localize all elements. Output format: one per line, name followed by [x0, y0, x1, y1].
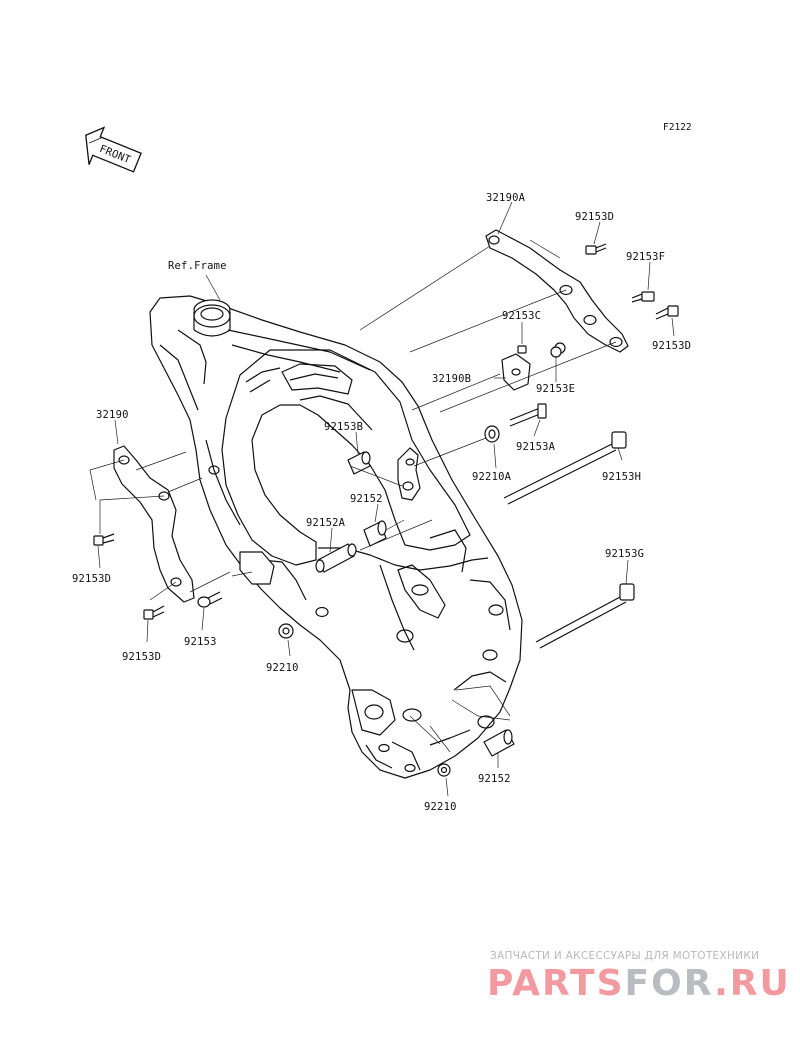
watermark-tagline: ЗАПЧАСТИ И АКСЕССУАРЫ ДЛЯ МОТОТЕХНИКИ [490, 950, 760, 962]
bracket-32190A [485, 229, 629, 353]
callout-label: 92152A [306, 517, 346, 529]
watermark-brand-part1: PARTS [487, 963, 625, 1004]
collar-92152-bottom [483, 729, 515, 757]
washer-92210-bottom [437, 763, 451, 777]
callout-label: 92152 [478, 773, 511, 785]
collar-92153E [550, 342, 566, 358]
callout-label: 92153D [575, 211, 614, 223]
callout-label: 32190B [432, 373, 471, 385]
callout-label: 92153A [516, 441, 556, 453]
leader-lines [89, 201, 675, 797]
callout-label: 92153F [626, 251, 665, 263]
callout-label: 92210A [472, 471, 512, 483]
bolt-92153A [509, 403, 547, 427]
hardware-parts [93, 229, 679, 777]
washer-92210-left [278, 623, 294, 639]
callout-label: 92153C [502, 310, 541, 322]
ref-frame-label: Ref.Frame [168, 260, 227, 272]
bolt-92153D-left [93, 533, 115, 546]
bolt-92153H [503, 431, 627, 505]
callout-label: 92153H [602, 471, 641, 483]
bracket-32190B [501, 353, 531, 391]
callout-label: 92153D [652, 340, 691, 352]
watermark-brand-logo: PARTSFOR.RU [487, 963, 791, 1004]
callout-label: 92210 [424, 801, 457, 813]
bolt-92153C [517, 345, 527, 354]
callout-label: 92152 [350, 493, 383, 505]
callout-label: 92153G [605, 548, 644, 560]
callout-label: 92153 [184, 636, 217, 648]
bolt-92153 [197, 591, 223, 608]
callout-label: 92210 [266, 662, 299, 674]
figure-code: F2122 [663, 122, 692, 133]
callout-label: 92153D [72, 573, 111, 585]
collar-92153B [347, 451, 371, 475]
bolt-92153F [631, 291, 655, 303]
washer-92210A [484, 425, 500, 443]
plate-left [239, 551, 275, 585]
bolt-92153D-top [585, 243, 607, 255]
callout-label: 92153D [122, 651, 161, 663]
callout-labels: Ref.Frame 32190A 92153D 92153F 92153C 92… [72, 192, 691, 813]
callout-label: 92153E [536, 383, 575, 395]
bolt-92153G [535, 583, 635, 649]
collar-92152 [363, 520, 387, 547]
frame-body [149, 295, 523, 779]
watermark-brand-part3: .RU [714, 963, 791, 1004]
front-arrow-icon: FRONT [85, 126, 142, 173]
collar-92152A [315, 543, 357, 573]
callout-label: 32190 [96, 409, 129, 421]
callout-label: 92153B [324, 421, 363, 433]
bolt-92153D-right [655, 305, 679, 320]
bolt-92153D-bottom [143, 605, 165, 620]
watermark-brand-part2: FOR [624, 963, 715, 1004]
bracket-32190 [113, 445, 195, 603]
callout-label: 32190A [486, 192, 526, 204]
